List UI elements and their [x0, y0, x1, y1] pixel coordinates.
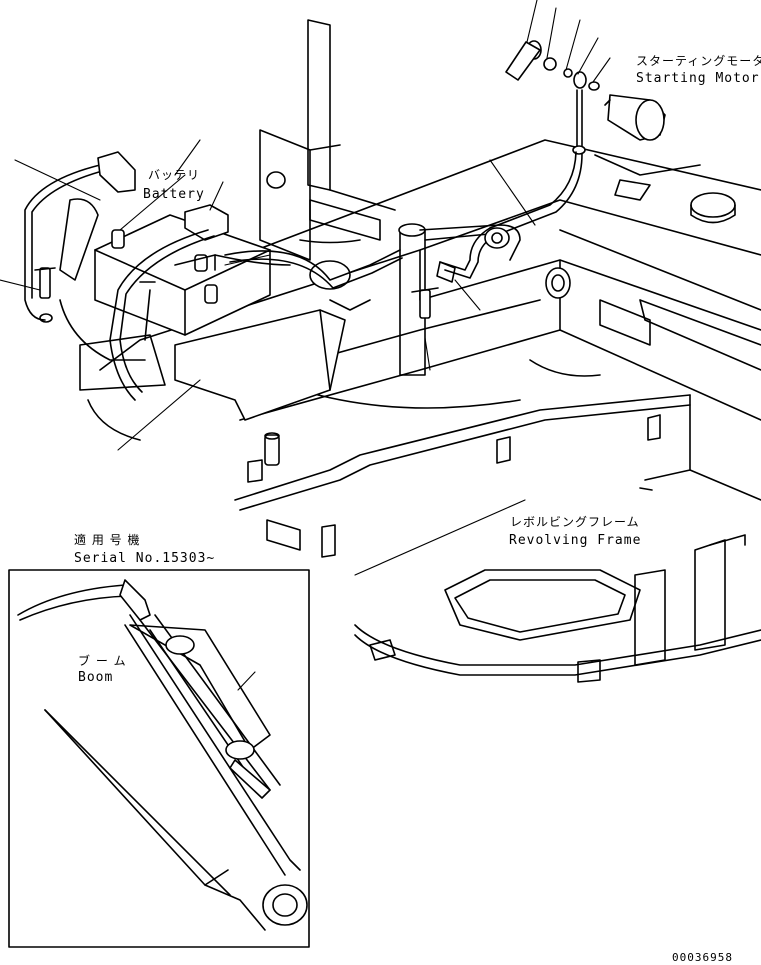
battery-label-jp: バッテリ	[148, 168, 201, 182]
revolving-frame-label: Revolving Frame	[509, 533, 642, 548]
revolving-frame-label-jp: レボルビングフレーム	[510, 515, 640, 529]
battery-cover	[79, 309, 346, 441]
serial-label-jp: 適 用 号 機	[74, 533, 141, 547]
frame-uprights	[259, 19, 426, 376]
boom-label: Boom	[78, 670, 114, 685]
starting-motor-label: Starting Motor	[636, 71, 760, 86]
boom-inset	[8, 569, 310, 948]
revolving-frame	[99, 139, 761, 576]
leader-lines	[0, 139, 536, 451]
boom-label-jp: ブ ー ム	[78, 654, 127, 668]
drawing-number: 00036958	[672, 951, 733, 964]
battery-cable-right	[109, 204, 521, 401]
starting-motor-hardware	[505, 0, 611, 91]
battery-cable-left	[24, 151, 146, 361]
battery-label: Battery	[143, 187, 205, 202]
starting-motor	[604, 94, 666, 141]
serial-label: Serial No.15303~	[74, 551, 216, 566]
battery	[94, 214, 271, 336]
ground-cable	[411, 89, 586, 319]
starting-motor-label-jp: スターティングモータ	[636, 54, 761, 68]
revolving-frame-lower	[354, 534, 761, 683]
